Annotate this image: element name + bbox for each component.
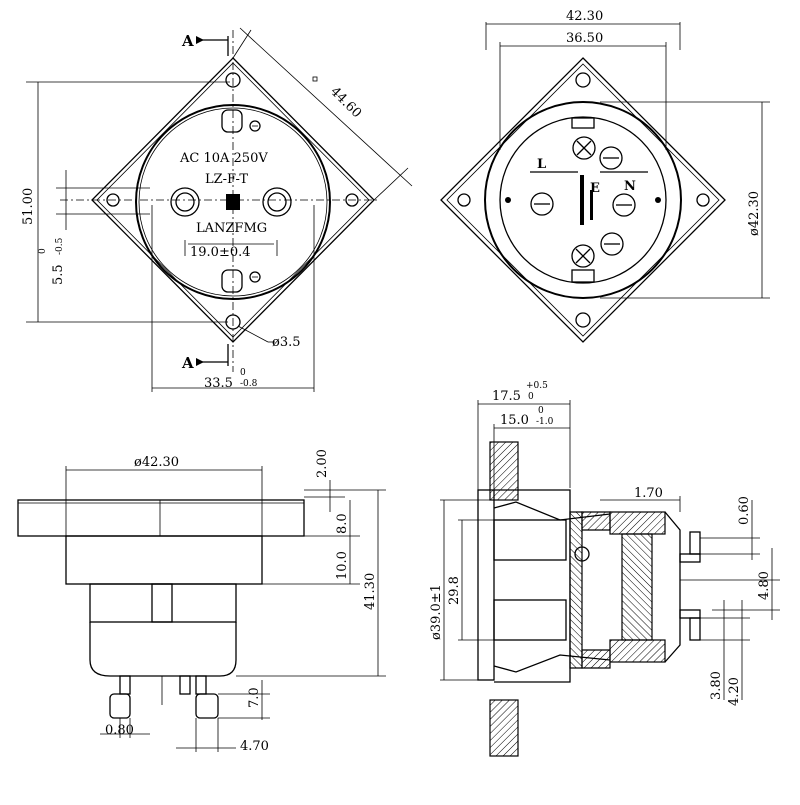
section-contact-top	[609, 511, 666, 535]
rear-label-earth: E	[590, 181, 600, 196]
rear-screw-top-right-icon	[599, 146, 623, 170]
rear-diameter-dim: ø42.30	[747, 191, 762, 236]
side-pin-gap-dim: 4.70	[240, 739, 269, 754]
side-pin-right	[195, 693, 219, 719]
section-175-tol-bottom: 0	[528, 392, 534, 402]
front-earth-clip-bottom	[221, 269, 243, 293]
front-earth-clip-top	[221, 109, 243, 133]
side-diameter-dim: ø42.30	[134, 455, 179, 470]
rear-mount-hole-left	[457, 193, 471, 207]
rear-terminal-top	[571, 117, 595, 129]
front-pin-spacing-dim: 19.0±0.4	[190, 245, 251, 260]
rear-screw-right-icon	[612, 193, 636, 217]
rear-terminal-bottom	[571, 269, 595, 283]
section-298-dim: 29.8	[447, 576, 462, 605]
front-screw-top-icon	[249, 120, 261, 132]
front-socket-rim-inner	[138, 107, 328, 297]
rear-view: L E N 42.30 36.50 ø42.30	[440, 9, 770, 343]
rear-screw-bottom-icon	[571, 244, 595, 268]
front-rating-text: AC 10A 250V	[179, 151, 268, 166]
rear-mount-hole-bottom	[575, 312, 591, 328]
section-150-dim: 15.0	[500, 413, 529, 428]
front-view: AC 10A 250V LZ-F-T LANZFMG 19.0±0.4 A A …	[21, 27, 413, 392]
side-pin-left	[109, 693, 131, 719]
rear-screw-bottom-right-icon	[600, 232, 624, 256]
section-150-tol-bottom: -1.0	[536, 417, 554, 427]
rear-mount-hole-right	[696, 193, 710, 207]
front-pin-hole-right	[262, 187, 292, 217]
front-height-dim: 51.00	[21, 188, 36, 225]
rear-earth-bar	[580, 175, 584, 225]
side-pin-width-dim: 0.80	[105, 723, 134, 738]
side-total-dim: 41.30	[363, 573, 378, 610]
side-body-upper	[65, 535, 263, 585]
side-body-base	[89, 622, 237, 677]
section-420-dim: 4.20	[727, 677, 742, 706]
rear-flange-inner	[446, 63, 720, 337]
side-8-dim: 8.0	[335, 513, 350, 534]
front-width-dim: 33.5	[204, 376, 233, 391]
front-offset-tol-top: 0	[38, 248, 48, 254]
front-offset-tol-bottom: -0.5	[55, 237, 65, 255]
front-width-tol-top: 0	[240, 368, 246, 378]
side-pin-dim: 7.0	[247, 687, 262, 708]
section-contact-bottom	[609, 639, 666, 663]
side-view: ø42.30 2.00 8.0 10.0 41.30 7.0 0.80 4.70	[17, 449, 386, 754]
section-pin-top	[689, 531, 701, 555]
rear-screw-left-icon	[530, 192, 554, 216]
rear-screw-top-icon	[572, 136, 596, 160]
section-marker-top: A	[181, 32, 194, 50]
section-175-dim: 17.5	[492, 389, 521, 404]
section-pin-bottom	[689, 617, 701, 641]
rear-label-neutral: N	[624, 179, 636, 194]
front-hole-dim: ø3.5	[272, 335, 301, 350]
rear-label-live: L	[537, 157, 546, 172]
rear-mount-hole-top	[575, 72, 591, 88]
section-175-tol-top: +0.5	[526, 381, 548, 391]
front-mount-hole-right	[345, 193, 359, 207]
rear-inner-dim: 36.50	[566, 31, 603, 46]
section-150-tol-top: 0	[538, 406, 544, 416]
rear-body-inner	[499, 116, 667, 284]
side-flange	[17, 499, 305, 537]
section-screw-icon	[574, 546, 590, 562]
section-390-dim: ø39.0±1	[429, 584, 444, 640]
side-10-dim: 10.0	[335, 551, 350, 580]
front-width-tol-bottom: -0.8	[240, 379, 258, 389]
side-flange-dim: 2.00	[315, 449, 330, 478]
front-pin-hole-left	[170, 187, 200, 217]
section-core	[621, 533, 653, 641]
section-060-dim: 0.60	[737, 496, 752, 525]
section-marker-bottom: A	[181, 354, 194, 372]
front-screw-bottom-icon	[249, 271, 261, 283]
section-170-dim: 1.70	[634, 486, 663, 501]
side-body-lower	[89, 583, 237, 623]
front-diagonal-dim: 44.60	[327, 84, 364, 121]
section-380-dim: 3.80	[709, 671, 724, 700]
front-brand-text: LANZFMG	[196, 221, 267, 236]
front-offset-dim: 5.5	[51, 264, 66, 285]
section-flange-bottom	[489, 699, 519, 757]
section-view: 17.5 +0.5 0 15.0 0 -1.0 1.70 0.60 4.80 ø…	[429, 381, 780, 757]
rear-body-outer	[484, 101, 682, 299]
rear-outer-dim: 42.30	[566, 9, 603, 24]
rear-flange-outline	[440, 57, 726, 343]
front-model-text: LZ-F-T	[205, 172, 248, 187]
section-480-dim: 4.80	[757, 571, 772, 600]
